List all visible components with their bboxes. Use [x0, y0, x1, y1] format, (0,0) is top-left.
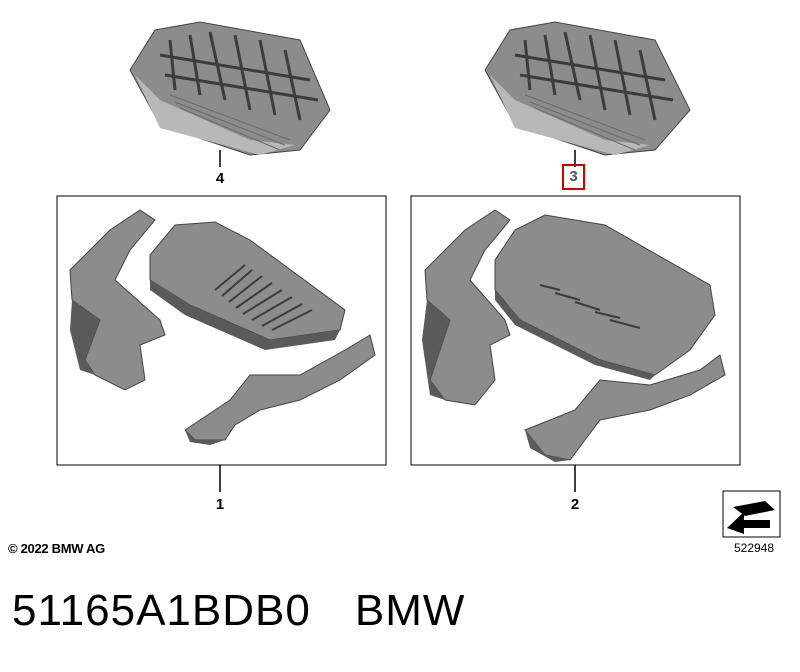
part-3-illustration — [484, 21, 691, 156]
footer-caption: 51165A1BDB0 BMW — [12, 586, 465, 636]
direction-arrow-icon — [722, 490, 781, 538]
part-number-3[interactable]: 3 — [562, 164, 585, 190]
part-number-2[interactable]: 2 — [570, 496, 580, 513]
copyright-text: © 2022 BMW AG — [8, 541, 105, 556]
image-number: 522948 — [733, 541, 775, 555]
part-4-illustration — [129, 21, 331, 156]
footer-brand: BMW — [354, 586, 466, 635]
part-number-1[interactable]: 1 — [215, 496, 225, 513]
part-number-4[interactable]: 4 — [215, 170, 225, 187]
footer-part-number: 51165A1BDB0 — [12, 586, 311, 635]
part-1-illustration — [69, 209, 376, 445]
part-2-illustration — [422, 209, 726, 462]
group-box-1 — [56, 195, 387, 466]
